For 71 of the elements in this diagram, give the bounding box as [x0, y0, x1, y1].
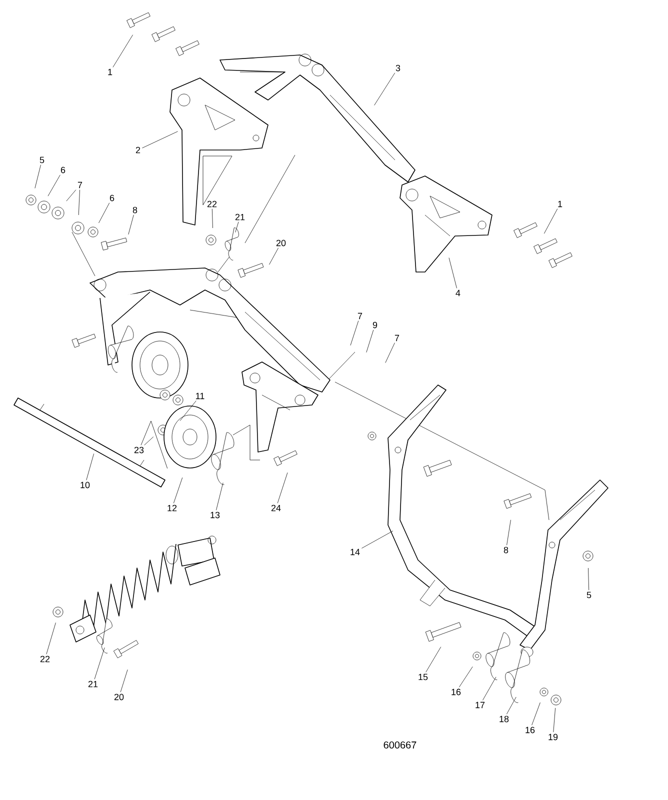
leader-line [269, 248, 279, 265]
callout-number: 7 [394, 334, 400, 342]
leader-line [235, 222, 239, 233]
callout-number: 1 [558, 200, 562, 208]
leader-line [66, 190, 76, 202]
callout-number: 1 [108, 68, 112, 76]
leader-line [366, 330, 374, 353]
leader-line [46, 622, 56, 654]
leader-line [448, 258, 457, 288]
leader-line [362, 530, 394, 548]
leader-line [544, 208, 558, 234]
leader-line [173, 477, 183, 504]
leader-line [86, 454, 94, 480]
callout-number: 20 [114, 694, 124, 700]
leader-line [112, 34, 134, 68]
callout-number: 22 [207, 200, 217, 208]
leader-line [140, 420, 168, 469]
callout-number: 18 [500, 716, 509, 722]
leader-line [180, 400, 196, 421]
callout-number: 5 [586, 592, 592, 598]
callout-number: 21 [88, 680, 98, 688]
callout-number: 17 [476, 702, 485, 708]
leader-line [506, 520, 511, 546]
leader-line [374, 72, 396, 106]
callout-number: 7 [358, 312, 362, 320]
leader-line [212, 208, 213, 228]
leader-line [588, 568, 590, 590]
callout-number: 7 [78, 182, 82, 188]
drawing-number: 600667 [384, 741, 416, 749]
leader-line [426, 646, 442, 672]
callout-number: 5 [40, 156, 44, 164]
callout-number: 10 [80, 482, 90, 488]
leader-line [385, 342, 395, 363]
leader-line [216, 482, 224, 510]
leader-line [128, 214, 134, 235]
leader-line [98, 202, 110, 224]
callout-number: 21 [235, 214, 245, 220]
leader-line [532, 702, 540, 726]
callout-number: 19 [548, 734, 558, 740]
callout-number: 24 [271, 504, 281, 512]
leader-line [142, 131, 178, 148]
leader-line [144, 436, 154, 446]
callout-number: 15 [418, 674, 428, 680]
leader-line [350, 320, 359, 346]
callout-number: 12 [168, 504, 177, 512]
leader-line [277, 472, 288, 504]
callout-number: 13 [210, 512, 220, 518]
callout-number: 8 [132, 206, 138, 214]
callout-number: 6 [110, 194, 114, 202]
leader-line [78, 190, 80, 216]
leader-line [94, 647, 105, 680]
leader-line [48, 174, 60, 196]
callout-number: 4 [456, 290, 460, 296]
callout-number: 11 [196, 392, 204, 400]
callout-number: 2 [136, 146, 140, 154]
callout-number: 9 [372, 322, 378, 328]
leader-line [459, 666, 473, 688]
leader-line [482, 676, 496, 700]
callout-number: 6 [60, 166, 66, 174]
leader-line [120, 669, 128, 692]
callout-number: 3 [396, 64, 400, 72]
callout-number: 22 [40, 656, 50, 662]
leader-line [34, 164, 41, 188]
callout-number: 16 [526, 726, 535, 734]
leader-line [506, 696, 516, 714]
leader-line [553, 708, 556, 732]
callout-number: 23 [134, 446, 144, 454]
callout-number: 14 [350, 548, 360, 556]
callout-number: 16 [452, 688, 461, 696]
callout-number: 8 [504, 546, 508, 554]
callout-number: 20 [276, 240, 286, 246]
